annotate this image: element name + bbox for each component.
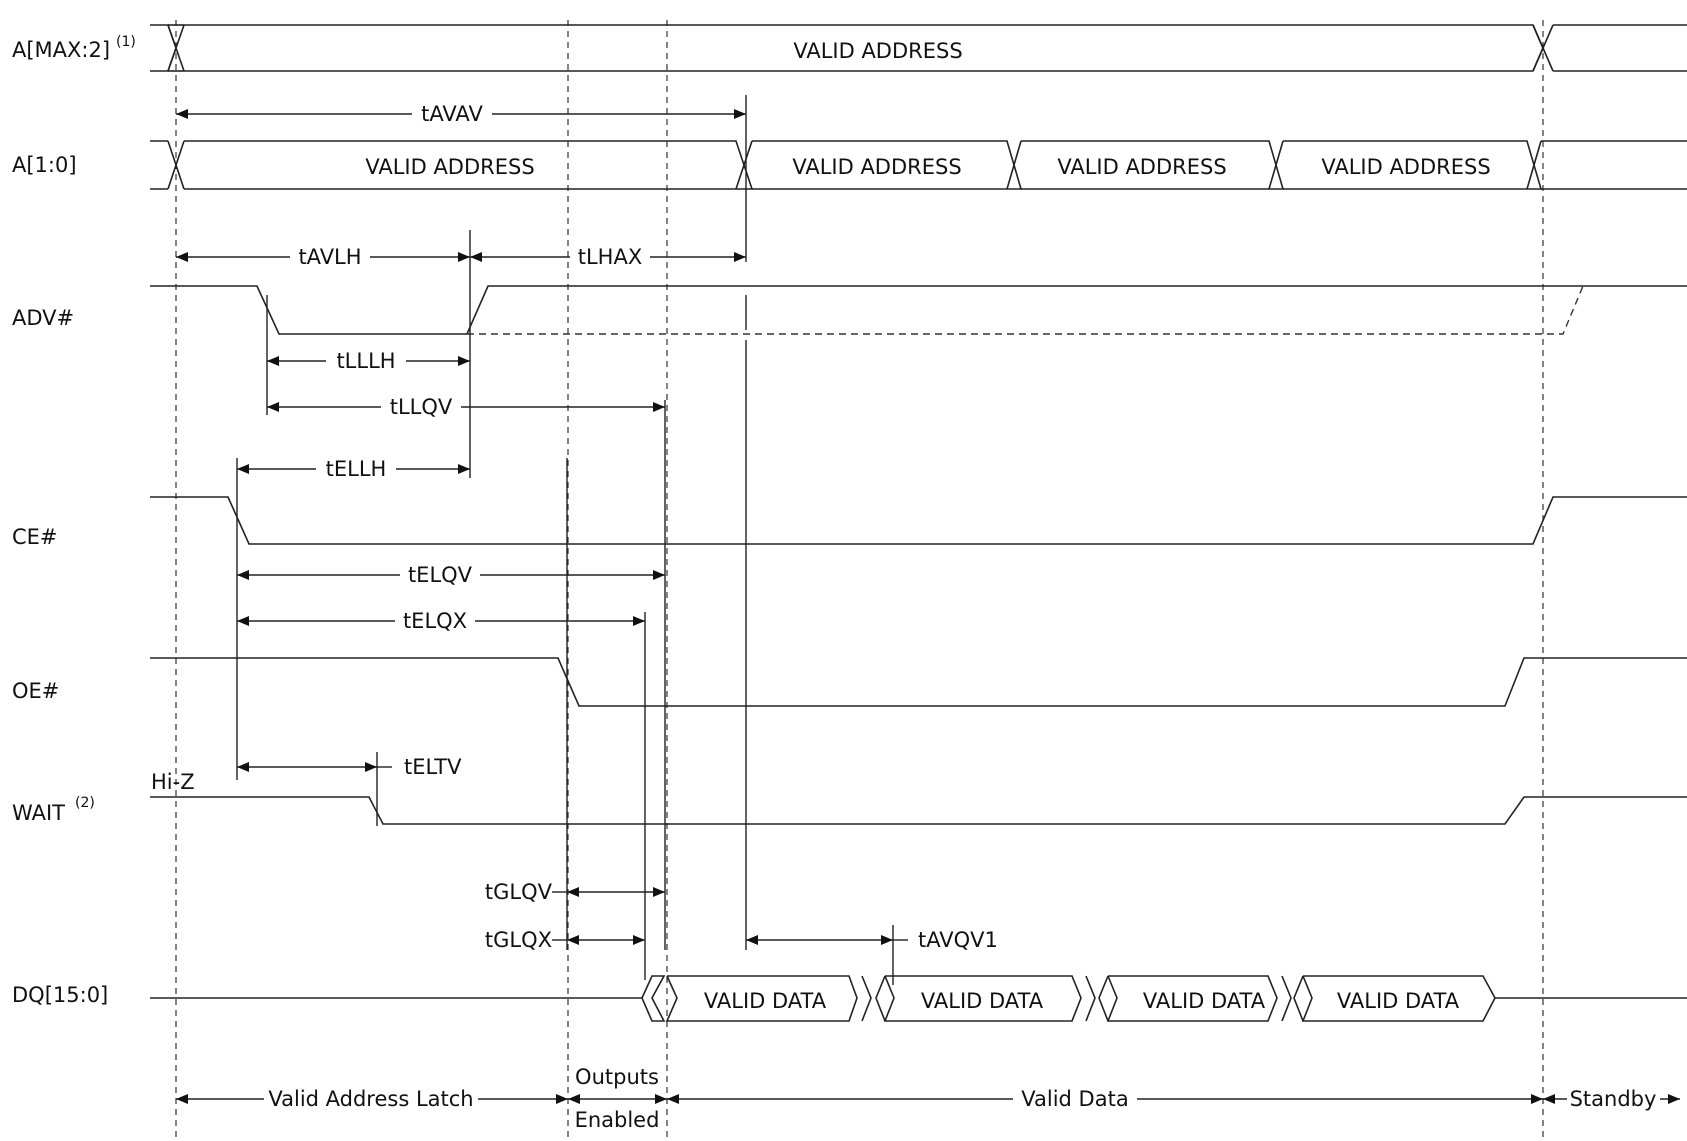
signal-label-adv: ADV# xyxy=(12,306,74,330)
adv-waveform xyxy=(150,285,1687,415)
label-tellh: tELLH xyxy=(326,457,387,481)
wait-waveform xyxy=(150,796,1687,825)
signal-label-a10: A[1:0] xyxy=(12,153,77,177)
ce-waveform xyxy=(150,496,1687,545)
svg-text:(1): (1) xyxy=(116,34,136,50)
wait-hiz-label: Hi-Z xyxy=(151,770,195,794)
label-tglqx: tGLQX xyxy=(485,928,552,952)
label-telqv: tELQV xyxy=(408,563,473,587)
a10-bus-value-3: VALID ADDRESS xyxy=(1057,155,1226,179)
svg-text:WAIT: WAIT xyxy=(12,801,65,825)
amax-waveform xyxy=(150,24,1687,72)
signal-label-oe: OE# xyxy=(12,679,59,703)
label-tavlh: tAVLH xyxy=(298,245,361,269)
svg-text:A[MAX:2]: A[MAX:2] xyxy=(12,38,110,62)
label-tlhax: tLHAX xyxy=(578,245,642,269)
signal-label-ce: CE# xyxy=(12,525,58,549)
dq-bus-value-1: VALID DATA xyxy=(704,989,827,1013)
dq-waveform xyxy=(150,975,1687,1022)
a10-waveform xyxy=(150,140,1687,190)
label-phase-valid-data: Valid Data xyxy=(1021,1087,1128,1111)
oe-waveform xyxy=(150,657,1687,707)
label-tavav: tAVAV xyxy=(421,102,483,126)
signal-label-wait: WAIT (2) xyxy=(12,795,95,825)
label-telqx: tELQX xyxy=(403,609,467,633)
dq-bus-value-4: VALID DATA xyxy=(1337,989,1460,1013)
label-phase-enabled: Enabled xyxy=(575,1108,660,1132)
svg-text:(2): (2) xyxy=(75,795,95,811)
label-tllqv: tLLQV xyxy=(390,395,453,419)
label-teltv: tELTV xyxy=(404,755,462,779)
label-phase-standby: Standby xyxy=(1570,1087,1657,1111)
dq-bus-value-2: VALID DATA xyxy=(921,989,1044,1013)
signal-label-dq: DQ[15:0] xyxy=(12,983,108,1007)
label-tglqv: tGLQV xyxy=(485,880,553,904)
a10-bus-value-1: VALID ADDRESS xyxy=(365,155,534,179)
signal-label-amax: A[MAX:2] (1) xyxy=(12,34,136,62)
label-phase-latch: Valid Address Latch xyxy=(268,1087,473,1111)
label-tlllh: tLLLH xyxy=(336,349,395,373)
dq-bus-value-3: VALID DATA xyxy=(1143,989,1266,1013)
a10-bus-value-4: VALID ADDRESS xyxy=(1321,155,1490,179)
label-phase-outputs: Outputs xyxy=(575,1065,659,1089)
amax-bus-value: VALID ADDRESS xyxy=(793,39,962,63)
label-tavqv1: tAVQV1 xyxy=(918,928,998,952)
a10-bus-value-2: VALID ADDRESS xyxy=(792,155,961,179)
